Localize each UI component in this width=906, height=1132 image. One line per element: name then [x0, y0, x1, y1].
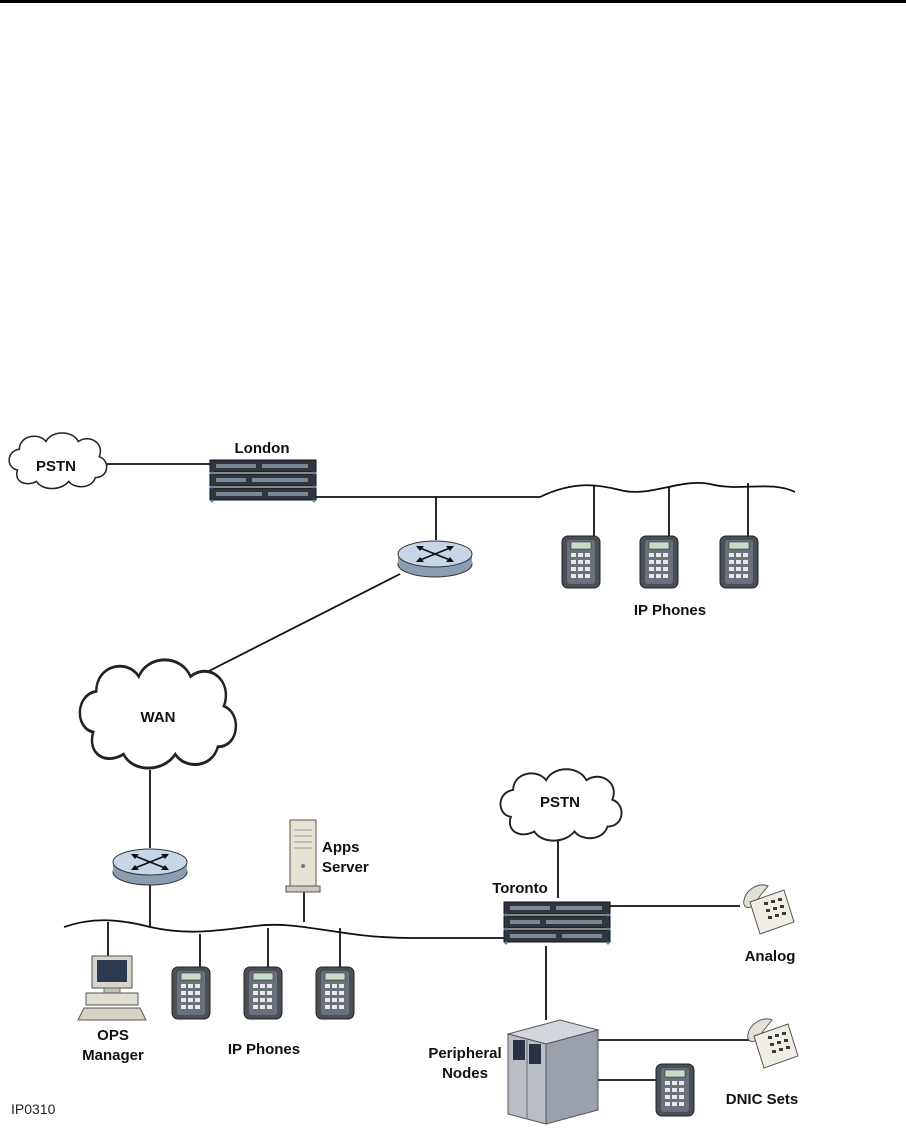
wan-label: WAN [141, 709, 176, 726]
top-rule [0, 0, 906, 3]
london-switch [209, 459, 317, 503]
ops-manager-icon [77, 955, 147, 1021]
dnic-ip-phone-icon [655, 1063, 695, 1117]
pstn-top-label: PSTN [36, 458, 76, 475]
analog-phone-icon [743, 884, 795, 935]
ip-phone-london-2 [639, 535, 679, 589]
pstn-toronto-label: PSTN [540, 794, 580, 811]
toronto-label: Toronto [492, 880, 548, 897]
dnic-analog-phone-icon [747, 1018, 799, 1069]
london-router [397, 540, 473, 578]
apps-server-label-1: Apps [322, 839, 360, 856]
ip-phone-toronto-1 [171, 966, 211, 1020]
ip-phone-toronto-2 [243, 966, 283, 1020]
ip-phone-london-1 [561, 535, 601, 589]
apps-server-icon [285, 819, 321, 893]
dnic-sets-label: DNIC Sets [726, 1091, 799, 1108]
ip-phone-toronto-3 [315, 966, 355, 1020]
apps-server-label-2: Server [322, 859, 369, 876]
peripheral-nodes-label-1: Peripheral [428, 1045, 501, 1062]
connection-lines [63, 463, 796, 1081]
toronto-router [112, 848, 188, 886]
ip-phones-toronto-label: IP Phones [228, 1041, 300, 1058]
ip-phones-london-label: IP Phones [634, 602, 706, 619]
peripheral-nodes-label-2: Nodes [442, 1065, 488, 1082]
ip-phone-london-3 [719, 535, 759, 589]
analog-label: Analog [745, 948, 796, 965]
peripheral-nodes-icon [506, 1019, 600, 1125]
ops-manager-label-1: OPS [97, 1027, 129, 1044]
london-label: London [235, 440, 290, 457]
ops-manager-label-2: Manager [82, 1047, 144, 1064]
figure-id: IP0310 [11, 1101, 56, 1117]
toronto-switch [503, 901, 611, 945]
